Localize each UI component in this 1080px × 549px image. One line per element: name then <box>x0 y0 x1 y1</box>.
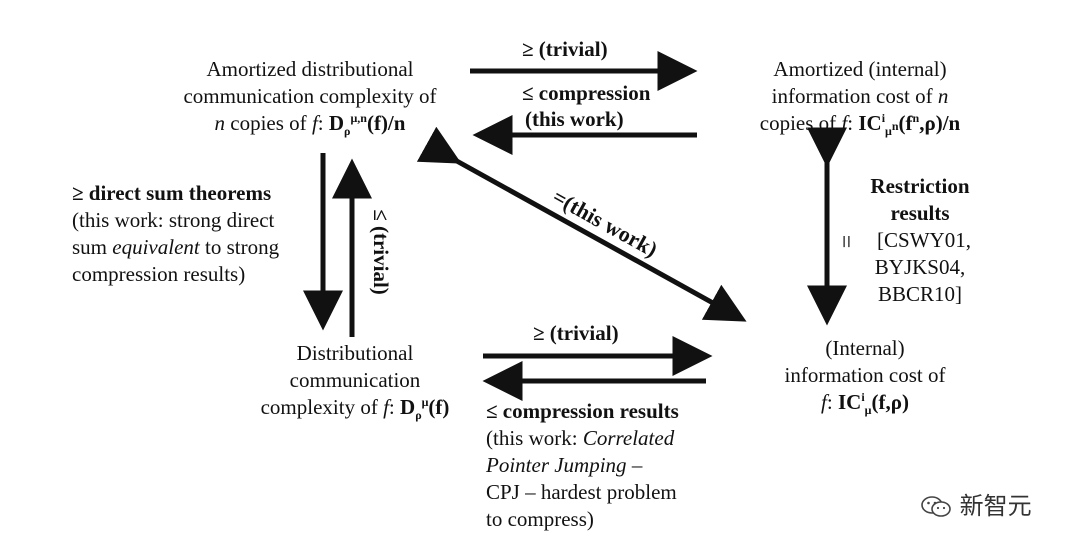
edge-label-left-ge: ≥ direct sum theorems (this work: strong… <box>72 181 280 286</box>
node-amortized-distributional: Amortized distributional communication c… <box>150 56 470 137</box>
node-amortized-information-cost: Amortized (internal) information cost of… <box>715 56 1005 137</box>
edge-label-right-restriction: Restriction results [CSWY01, BYJKS04, BB… <box>870 174 971 306</box>
wechat-icon <box>920 495 952 519</box>
node-br-line2: information cost of <box>784 363 946 387</box>
edge-label-top-le-1: ≤ compression <box>522 81 651 105</box>
edge-label-top-le-2: (this work) <box>525 107 624 131</box>
node-bl-line3: complexity of f: Dρμ(f) <box>260 395 450 423</box>
node-tl-line3: n copies of f: Dρμ,n(f)/n <box>214 111 406 139</box>
node-tr-line1: Amortized (internal) <box>773 57 947 81</box>
arrow-diagonal <box>416 126 747 322</box>
edge-label-bottom-le: ≤ compression results (this work: Correl… <box>486 399 679 531</box>
node-br-line1: (Internal) <box>825 336 905 360</box>
watermark-text: 新智元 <box>959 492 1032 520</box>
node-br-line3: f: ICiμ(f,ρ) <box>821 390 909 418</box>
edge-label-bottom-ge: ≥ (trivial) <box>533 321 619 345</box>
node-bl-line2: communication <box>289 368 421 392</box>
watermark: 新智元 <box>920 486 1032 521</box>
node-internal-information-cost: (Internal) information cost of f: ICiμ(f… <box>735 335 995 416</box>
node-tr-line3: copies of f: ICiμn(fn,ρ)/n <box>759 111 961 139</box>
node-bl-line1: Distributional <box>296 341 414 365</box>
edge-label-top-ge: ≥ (trivial) <box>522 37 608 61</box>
edge-label-left-le: ≤ (trivial) <box>369 209 393 295</box>
node-tr-line2: information cost of n <box>771 84 949 108</box>
node-tl-line2: communication complexity of <box>183 84 437 108</box>
node-tl-line1: Amortized distributional <box>206 57 414 81</box>
node-distributional-complexity: Distributional communication complexity … <box>215 340 495 421</box>
